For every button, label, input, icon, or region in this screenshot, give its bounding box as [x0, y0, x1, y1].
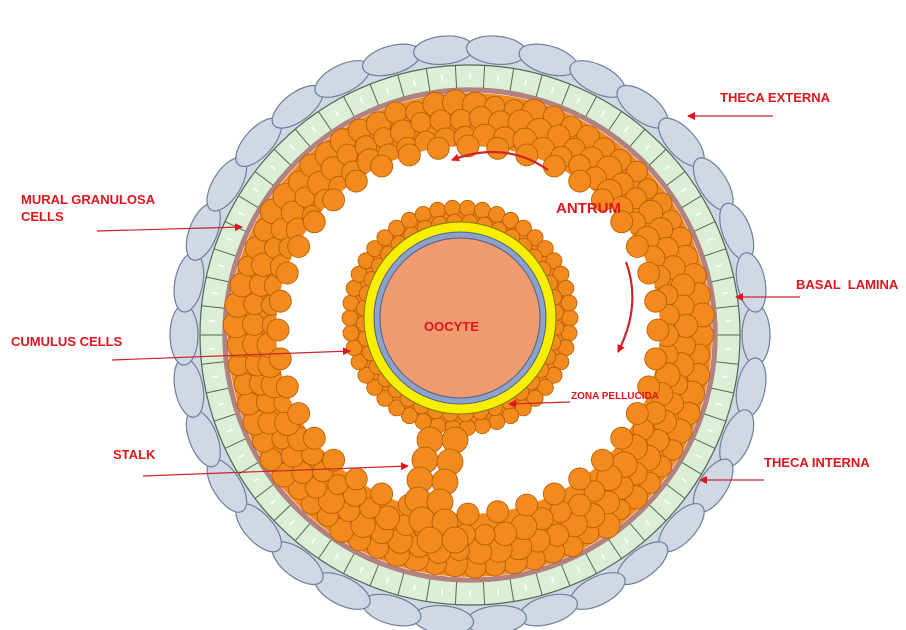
granulosa-cell	[493, 522, 517, 546]
label-zona-pellucida: ZONA PELLUCIDA	[571, 391, 659, 402]
cumulus-cell	[460, 200, 476, 216]
cumulus-cell	[562, 310, 578, 326]
label-mural-granulosa-line1: MURAL GRANULOSA	[21, 192, 156, 207]
granulosa-cell	[626, 236, 648, 258]
granulosa-cell	[457, 503, 479, 525]
granulosa-cell	[543, 155, 565, 177]
cumulus-cell	[415, 206, 431, 222]
granulosa-cell	[345, 468, 367, 490]
granulosa-cell	[516, 494, 538, 516]
granulosa-cell	[487, 137, 509, 159]
granulosa-cell	[645, 348, 667, 370]
cumulus-cell	[342, 310, 358, 326]
granulosa-cell	[276, 376, 298, 398]
granulosa-cell	[591, 449, 613, 471]
granulosa-cell	[269, 348, 291, 370]
theca-interna-nucleus	[722, 293, 728, 294]
theca-interna-nucleus	[722, 376, 728, 377]
cumulus-cell	[474, 418, 490, 434]
theca-interna-nucleus	[498, 589, 499, 595]
granulosa-cell	[569, 170, 591, 192]
granulosa-cell	[398, 144, 420, 166]
granulosa-cell	[303, 211, 325, 233]
granulosa-cell	[288, 403, 310, 425]
theca-interna-nucleus	[442, 589, 443, 595]
label-theca-interna: THECA INTERNA	[764, 455, 870, 470]
granulosa-cell	[645, 290, 667, 312]
granulosa-cell	[323, 449, 345, 471]
granulosa-cell	[323, 189, 345, 211]
theca-interna-nucleus	[442, 75, 443, 81]
granulosa-cell	[647, 319, 669, 341]
label-theca-externa: THECA EXTERNA	[720, 90, 831, 105]
oocyte-cell	[380, 238, 540, 398]
granulosa-cell	[569, 468, 591, 490]
cumulus-cell	[445, 200, 461, 216]
oocyte-group	[364, 222, 556, 414]
label-mural-granulosa-line2: CELLS	[21, 209, 64, 224]
granulosa-cell	[475, 525, 495, 545]
theca-externa-cell	[170, 305, 198, 365]
granulosa-cell	[267, 319, 289, 341]
stalk-cell	[442, 427, 468, 453]
stalk-cell	[442, 527, 468, 553]
granulosa-cell	[427, 137, 449, 159]
cumulus-cell	[489, 414, 505, 430]
label-antrum: ANTRUM	[556, 200, 621, 217]
granulosa-cell	[411, 112, 431, 132]
granulosa-cell	[269, 290, 291, 312]
cumulus-cell	[343, 325, 359, 341]
label-cumulus-cells: CUMULUS CELLS	[11, 334, 123, 349]
granulosa-cell	[487, 501, 509, 523]
label-oocyte: OOCYTE	[424, 319, 479, 334]
granulosa-cell	[611, 427, 633, 449]
granulosa-cell	[276, 262, 298, 284]
granulosa-cell	[638, 262, 660, 284]
granulosa-cell	[303, 427, 325, 449]
granulosa-cell	[288, 236, 310, 258]
cumulus-cell	[474, 202, 490, 218]
theca-externa-cell	[742, 305, 770, 365]
theca-interna-nucleus	[498, 75, 499, 81]
granulosa-cell	[371, 155, 393, 177]
granulosa-cell	[345, 170, 367, 192]
granulosa-cell	[543, 483, 565, 505]
granulosa-cell	[626, 403, 648, 425]
label-basal-lamina: BASAL LAMINA	[796, 277, 899, 292]
theca-interna-nucleus	[212, 293, 218, 294]
granulosa-cell	[569, 494, 591, 516]
stalk-cell	[417, 527, 443, 553]
granulosa-cell	[243, 313, 265, 335]
cumulus-cell	[561, 295, 577, 311]
theca-interna-nucleus	[212, 376, 218, 377]
label-stalk: STALK	[113, 447, 156, 462]
cumulus-cell	[430, 202, 446, 218]
granulosa-cell	[371, 483, 393, 505]
